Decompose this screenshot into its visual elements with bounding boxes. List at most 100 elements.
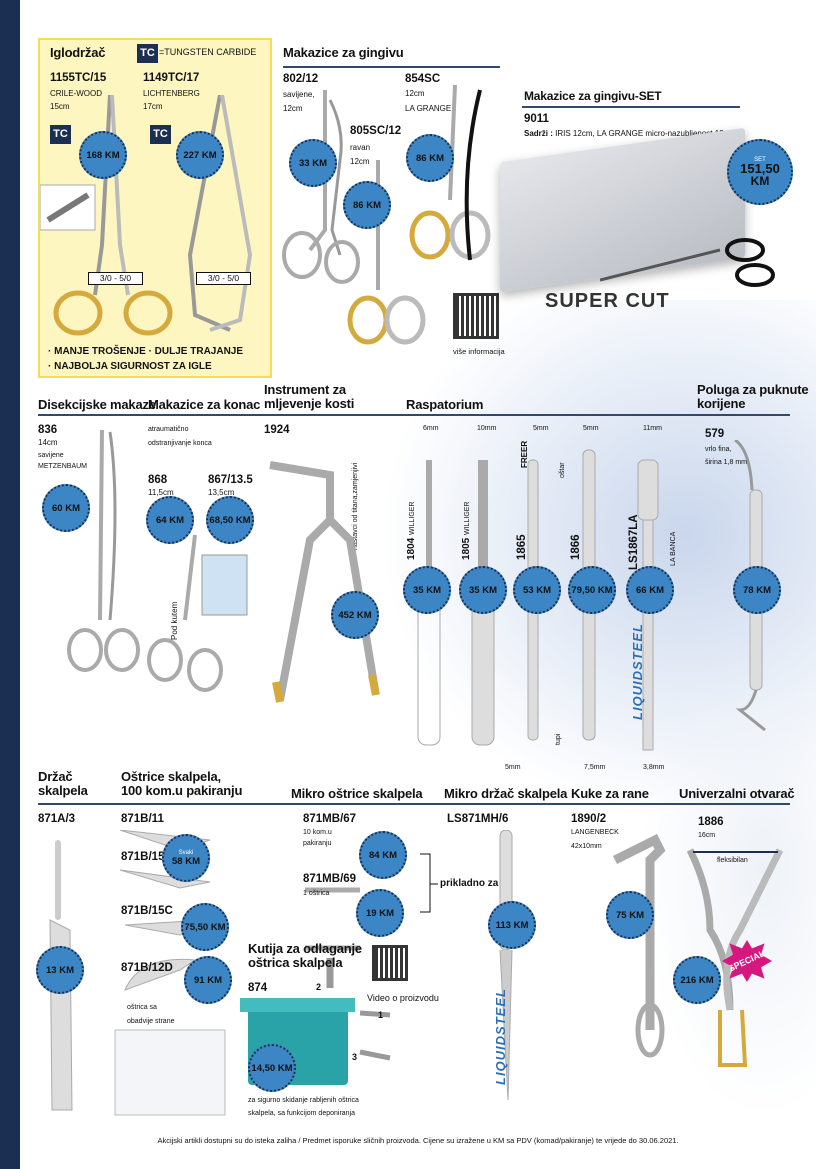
section-title: Makazice za konac (148, 397, 261, 412)
product-code: 871MB/67 (303, 813, 357, 825)
product-name: METZENBAUM (38, 463, 87, 470)
product-desc: LA GRANGE (405, 104, 452, 113)
width-label: 5mm (533, 425, 549, 432)
width-label: 5mm (505, 764, 521, 771)
set-price-badge: SET 151,50 KM (727, 139, 793, 205)
liquidsteel-logo: LIQUIDSTEEL (630, 623, 645, 720)
side-strip (0, 0, 20, 1169)
product-code-vertical: 1804 WILLIGER (406, 502, 417, 560)
product-code: 1804 (406, 537, 417, 560)
width-label: 5mm (583, 425, 599, 432)
product-size: 15cm (50, 102, 70, 111)
product-code: 1866 (570, 534, 582, 560)
product-desc: atraumatično (148, 426, 189, 433)
product-name: CRILE-WOOD (50, 89, 102, 98)
angle-label: Pod kutem (170, 601, 179, 640)
section-title: Raspatorium (406, 397, 484, 412)
special-label: SPECIAL (727, 948, 767, 974)
product-code: 1149TC/17 (143, 72, 200, 84)
tc-legend: =TUNGSTEN CARBIDE (159, 47, 257, 57)
product-code: 1155TC/15 (50, 72, 107, 84)
product-code: 579 (705, 428, 725, 440)
product-desc: obadvije strane (127, 1018, 175, 1025)
product-code: 871B/12D (121, 962, 173, 974)
product-size: 14cm (38, 438, 58, 447)
needle-holder-images (40, 95, 253, 336)
section-title: Iglodržač (50, 45, 106, 60)
video-link[interactable]: Video o proizvodu (367, 993, 439, 1003)
section-title: Držač (38, 769, 73, 784)
section-title: Mikro držač skalpela (444, 786, 568, 801)
product-desc: vrlo fina, (705, 446, 732, 453)
product-desc: odstranjivanje konca (148, 440, 212, 447)
section-title: Mikro oštrice skalpela (291, 786, 423, 801)
product-name: FREER (520, 440, 529, 468)
product-desc: 12cm (350, 157, 370, 166)
needle-size-box: 3/0 - 5/0 (88, 272, 143, 285)
feature-bullet: · MANJE TROŠENJE · DULJE TRAJANJE (48, 346, 244, 357)
contents-label: Sadrži : (524, 129, 553, 138)
price-badge: 86 KM (343, 181, 391, 229)
price: 58 KM (172, 855, 200, 867)
section-title: mljevenje kosti (264, 396, 355, 411)
width-label: 3,8mm (643, 764, 665, 771)
product-desc: savijene (38, 452, 64, 459)
qr-code[interactable] (372, 945, 408, 981)
product-code: 1865 (516, 534, 528, 560)
step-number: 3 (352, 1052, 358, 1062)
product-desc: širina 1,8 mm (705, 459, 748, 466)
product-desc: oštrica sa (127, 1004, 157, 1011)
product-code: 871B/11 (121, 813, 164, 825)
liquidsteel-logo: LIQUIDSTEEL (493, 988, 508, 1085)
product-name: LA BANCA (670, 531, 677, 566)
product-code: 1924 (264, 424, 290, 436)
background-splash (640, 700, 816, 1120)
price-badge: 84 KM (359, 831, 407, 879)
price-badge: 86 KM (406, 134, 454, 182)
section-title: Kutija za odlaganje (248, 941, 362, 956)
divider (38, 803, 790, 805)
price-badge: 35 KM (403, 566, 451, 614)
product-size: 13,5cm (208, 488, 235, 497)
product-code: 1805 (461, 537, 472, 560)
price-badge: 79,50 KM (568, 566, 616, 614)
product-code: 854SC (405, 73, 441, 85)
price-badge: 227 KM (176, 131, 224, 179)
width-label: 7,5mm (584, 764, 606, 771)
section-title: Makazice za gingivu-SET (524, 89, 662, 103)
product-code: 874 (248, 982, 268, 994)
section-title: Univerzalni otvarač (679, 786, 795, 801)
product-code: 871A/3 (38, 813, 76, 825)
price-badge: 216 KM (673, 956, 721, 1004)
tc-badge: TC (50, 125, 71, 144)
instrument-images (67, 429, 380, 703)
product-code: LS871MH/6 (447, 813, 509, 825)
product-code: 867/13.5 (208, 474, 253, 486)
price-badge: 35 KM (459, 566, 507, 614)
product-code: 9011 (524, 113, 549, 125)
product-note: tupi (555, 733, 562, 745)
section-title: Instrument za (264, 382, 346, 397)
price-badge: 60 KM (42, 484, 90, 532)
price-badge: 13 KM (36, 946, 84, 994)
more-info-link[interactable]: više informacija (453, 347, 505, 356)
price-badge: 75,50 KM (181, 903, 229, 951)
price-badge: 168 KM (79, 131, 127, 179)
scissors-images (282, 84, 491, 345)
qr-code[interactable] (453, 293, 499, 339)
price-badge: 68,50 KM (206, 496, 254, 544)
product-code: 802/12 (283, 73, 319, 85)
each-label: Svaki (178, 849, 194, 856)
set-label: SET (754, 157, 766, 163)
product-desc: 12cm (405, 89, 425, 98)
price-badge: 113 KM (488, 901, 536, 949)
section-title: korijene (697, 396, 746, 411)
product-code: 1886 (698, 816, 724, 828)
product-code: 871B/15C (121, 905, 173, 917)
product-desc: 10 kom.u (303, 829, 332, 836)
product-name: LANGENBECK (571, 829, 619, 836)
product-code: 805SC/12 (350, 125, 402, 137)
product-code: 871MB/69 (303, 873, 357, 885)
contents-text: IRIS 12cm, LA GRANGE micro-nazubljenost … (555, 129, 735, 138)
width-label: 10mm (477, 425, 497, 432)
